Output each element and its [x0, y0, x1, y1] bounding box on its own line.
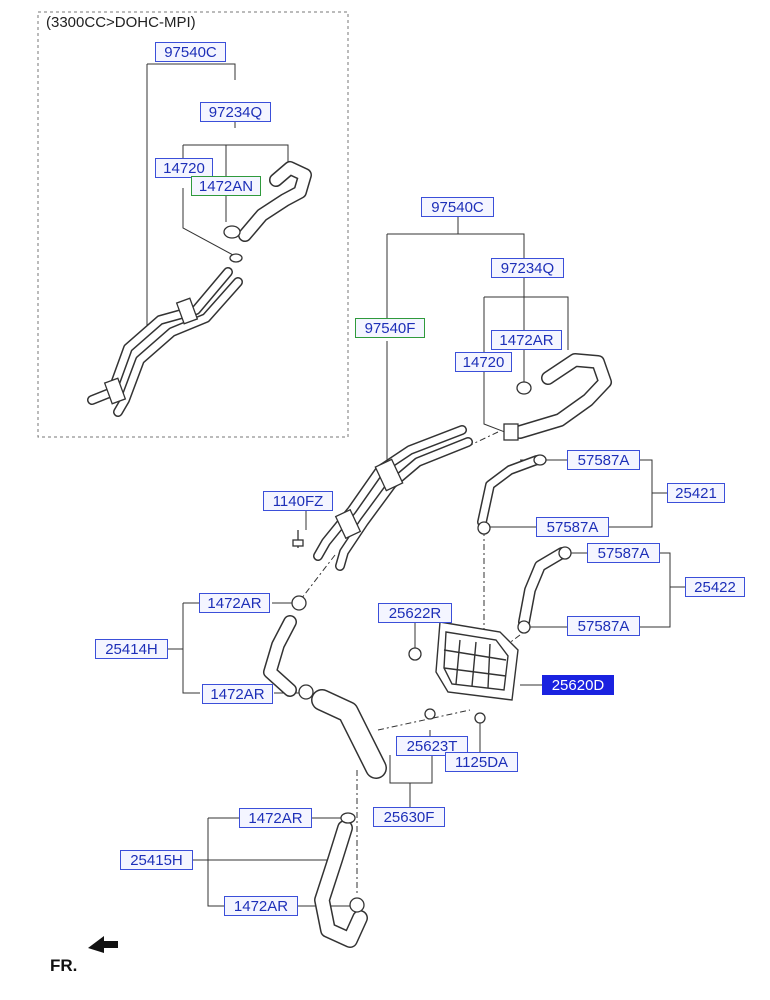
part-label-25630F[interactable]: 25630F: [373, 807, 445, 827]
part-label-1472AR-c[interactable]: 1472AR: [239, 808, 312, 828]
inset-upper-hose: [238, 161, 312, 242]
part-label-25622R[interactable]: 25622R: [378, 603, 452, 623]
part-label-inset-97234Q[interactable]: 97234Q: [200, 102, 271, 122]
part-label-1472AR-top[interactable]: 1472AR: [491, 330, 562, 350]
hose-25421: [477, 455, 542, 527]
part-label-1472AR-a[interactable]: 1472AR: [199, 593, 270, 613]
part-label-57587A-1[interactable]: 57587A: [567, 450, 640, 470]
part-label-97540F[interactable]: 97540F: [355, 318, 425, 338]
oil-cooler-25620D: [435, 621, 519, 701]
part-label-25623T[interactable]: 25623T: [396, 736, 468, 756]
part-label-14720[interactable]: 14720: [455, 352, 512, 372]
part-label-97234Q[interactable]: 97234Q: [491, 258, 564, 278]
front-direction-label: FR.: [50, 956, 78, 975]
hose-25422: [518, 547, 568, 628]
main-hose-pair: [313, 425, 473, 571]
part-label-25620D[interactable]: 25620D: [542, 675, 614, 695]
inset-box: [37, 11, 349, 438]
part-label-97540C[interactable]: 97540C: [421, 197, 494, 217]
part-label-25414H[interactable]: 25414H: [95, 639, 168, 659]
part-label-inset-1472AN[interactable]: 1472AN: [191, 176, 261, 196]
part-label-57587A-4[interactable]: 57587A: [567, 616, 640, 636]
part-label-25421[interactable]: 25421: [667, 483, 725, 503]
housing-25630F: [311, 689, 387, 779]
part-label-25415H[interactable]: 25415H: [120, 850, 193, 870]
front-arrow: [88, 936, 118, 953]
part-label-57587A-3[interactable]: 57587A: [587, 543, 660, 563]
part-label-25422[interactable]: 25422: [685, 577, 745, 597]
engine-variant-note: (3300CC>DOHC-MPI): [46, 14, 196, 31]
part-label-inset-14720[interactable]: 14720: [155, 158, 213, 178]
part-label-1472AR-b[interactable]: 1472AR: [202, 684, 273, 704]
part-label-1140FZ[interactable]: 1140FZ: [263, 491, 333, 511]
part-label-57587A-2[interactable]: 57587A: [536, 517, 609, 537]
main-upper-hose: [513, 353, 612, 439]
hose-25415H: [314, 820, 368, 948]
part-label-1472AR-d[interactable]: 1472AR: [224, 896, 298, 916]
part-label-1125DA[interactable]: 1125DA: [445, 752, 518, 772]
part-label-inset-97540C[interactable]: 97540C: [155, 42, 226, 62]
hose-25414H: [263, 615, 297, 697]
